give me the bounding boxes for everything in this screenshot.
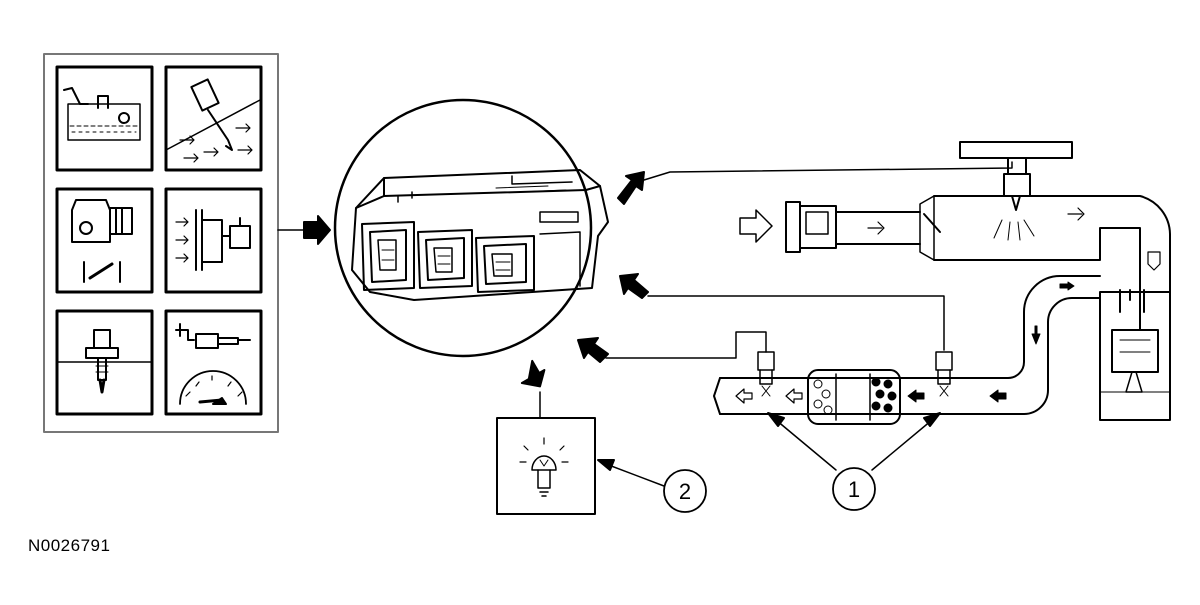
input-from-upstream-sensor-arrow	[577, 331, 767, 363]
callout-2-label: 2	[679, 479, 691, 504]
input-from-downstream-sensor-arrow	[619, 273, 945, 351]
output-to-lamp-arrow	[520, 359, 546, 419]
sensor-panel	[43, 53, 279, 433]
downstream-oxygen-sensor	[935, 351, 953, 397]
callout-1-label: 1	[848, 477, 860, 502]
pcm-connector-2	[417, 229, 473, 289]
upstream-oxygen-sensor	[757, 351, 775, 397]
temperature-sensor-icon	[55, 309, 154, 416]
powertrain-control-module	[333, 98, 609, 358]
fuel-level-sensor-icon	[55, 65, 154, 172]
callout-2: 2	[597, 459, 707, 513]
output-to-injector-arrow	[617, 161, 1013, 205]
actuator-with-flow-icon	[164, 187, 263, 294]
airflow-sensor-icon	[164, 65, 263, 172]
figure-id: N0026791	[28, 536, 111, 555]
callout-1: 1	[767, 412, 941, 511]
intake-system	[739, 141, 1171, 331]
exhaust-system	[713, 275, 1101, 425]
air-inlet-arrow-icon	[739, 209, 773, 243]
pcm-connector-3	[475, 235, 535, 293]
gauge-sender-icon	[164, 309, 263, 416]
input-signal-arrow	[277, 215, 331, 245]
pcm-connector-1	[361, 221, 415, 291]
throttle-position-sensor-icon	[55, 187, 154, 294]
engine-cylinder	[1099, 289, 1171, 421]
catalytic-converter	[807, 369, 901, 425]
malfunction-indicator-lamp	[496, 417, 596, 515]
fuel-injector	[959, 141, 1073, 241]
